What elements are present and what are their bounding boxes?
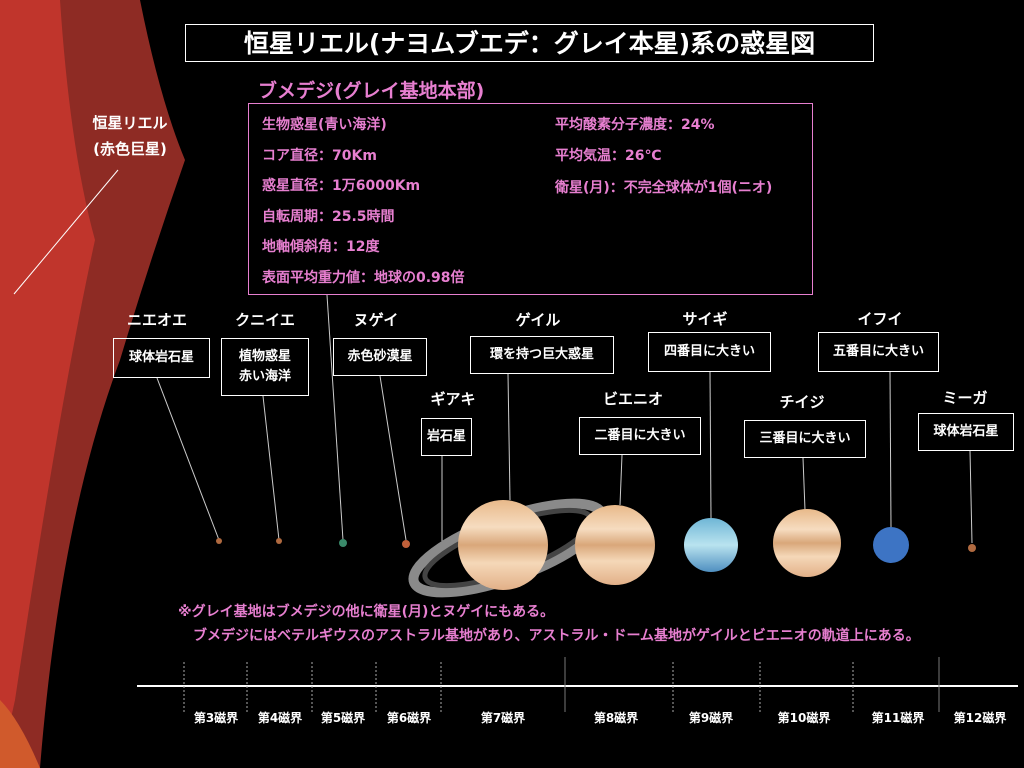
zone-label: 第9磁界 xyxy=(688,711,734,725)
info-item: 生物惑星(青い海洋) xyxy=(262,117,387,133)
planet-desc-box: 岩石星 xyxy=(421,418,472,456)
planet-kuniie xyxy=(276,538,282,544)
zone-label: 第11磁界 xyxy=(871,711,925,725)
planet-name: ビエニオ xyxy=(602,390,663,408)
planet-name: チイジ xyxy=(779,393,825,411)
planet-nugei xyxy=(402,540,410,548)
info-item: 地軸傾斜角：12度 xyxy=(262,239,380,255)
planet-name: クニイエ xyxy=(235,311,295,329)
page-title: 恒星リエル(ナヨムブエデ：グレイ本星)系の惑星図 xyxy=(185,24,874,62)
note-line: ブメデジにはベテルギウスのアストラル基地があり、アストラル・ドーム基地がゲイルと… xyxy=(193,628,920,644)
planet-name: ギアキ xyxy=(430,390,476,408)
planet-desc-box: 赤色砂漠星 xyxy=(333,338,427,376)
planet-name: ミーガ xyxy=(942,389,988,407)
info-box: 生物惑星(青い海洋) コア直径：70Km 惑星直径：1万6000Km 自転周期：… xyxy=(248,103,813,295)
zone-label: 第7磁界 xyxy=(480,711,526,725)
planet-nieoe xyxy=(216,538,222,544)
planet-miga xyxy=(968,544,976,552)
planet-saigi xyxy=(684,518,738,572)
planet-name: ヌゲイ xyxy=(353,311,399,329)
star-type: (赤色巨星) xyxy=(93,140,167,158)
planet-desc-box: 五番目に大きい xyxy=(818,332,939,372)
planet-bumedeji xyxy=(339,539,347,547)
zone-label: 第8磁界 xyxy=(593,711,639,725)
zone-label: 第4磁界 xyxy=(257,711,303,725)
planet-desc-box: 四番目に大きい xyxy=(648,332,771,372)
planet-desc-box: 二番目に大きい xyxy=(579,417,701,455)
planet-geiru xyxy=(458,500,548,590)
red-giant-star-inner xyxy=(0,0,95,768)
info-item: 平均酸素分子濃度：24% xyxy=(555,117,715,133)
info-item: 平均気温：26℃ xyxy=(555,148,662,164)
info-item: コア直径：70Km xyxy=(262,148,377,164)
info-item: 衛星(月)：不完全球体が1個(ニオ) xyxy=(555,180,773,196)
planet-name: サイギ xyxy=(682,310,728,328)
info-item: 自転周期：25.5時間 xyxy=(262,209,395,225)
zone-label: 第12磁界 xyxy=(953,711,1007,725)
planet-desc-box: 植物惑星 赤い海洋 xyxy=(221,338,309,396)
planet-chiiji xyxy=(773,509,841,577)
planet-desc: 植物惑星 xyxy=(238,349,291,364)
note-line: ※グレイ基地はブメデジの他に衛星(月)とヌゲイにもある。 xyxy=(178,604,555,620)
star-name: 恒星リエル xyxy=(92,114,168,132)
planet-name: イフイ xyxy=(857,310,903,328)
planet-name: ニエオエ xyxy=(126,311,187,329)
planet-ifui xyxy=(873,527,909,563)
planet-desc-box: 環を持つ巨大惑星 xyxy=(470,336,614,374)
planet-name: ゲイル xyxy=(515,311,561,329)
info-item: 表面平均重力値：地球の0.98倍 xyxy=(262,270,465,286)
planet-bienio xyxy=(575,505,655,585)
zone-label: 第6磁界 xyxy=(386,711,432,725)
info-heading: ブメデジ(グレイ基地本部) xyxy=(258,80,485,102)
planet-desc-box: 三番目に大きい xyxy=(744,420,866,458)
planet-desc: 赤い海洋 xyxy=(238,369,291,384)
info-item: 惑星直径：1万6000Km xyxy=(262,178,421,194)
planet-desc-box: 球体岩石星 xyxy=(918,413,1014,451)
zone-label: 第3磁界 xyxy=(193,711,239,725)
zone-label: 第5磁界 xyxy=(320,711,366,725)
planet-desc-box: 球体岩石星 xyxy=(113,338,210,378)
star-pointer xyxy=(13,169,119,295)
star-label: 恒星リエル (赤色巨星) xyxy=(70,110,190,162)
zone-label: 第10磁界 xyxy=(777,711,831,725)
